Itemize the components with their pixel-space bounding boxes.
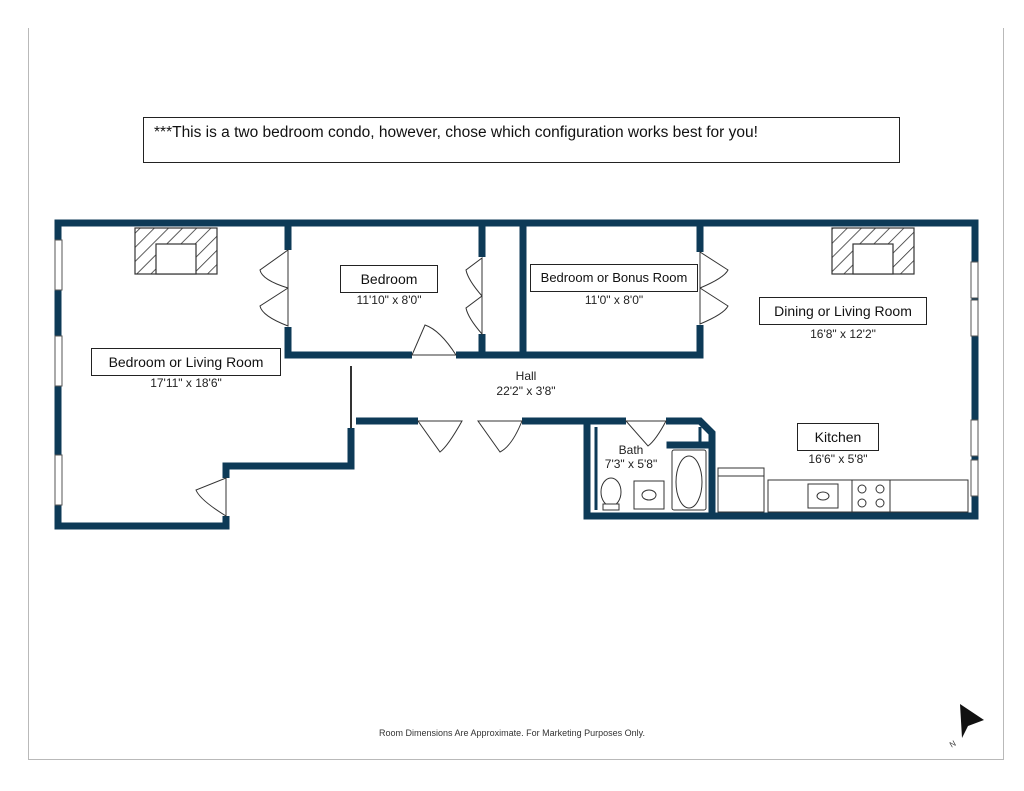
page-frame bbox=[28, 28, 1004, 760]
kitchen-fixtures bbox=[717, 467, 969, 513]
label-bonus-room: Bedroom or Bonus Room bbox=[530, 264, 698, 292]
label-bath: Bath bbox=[618, 443, 644, 457]
label-kitchen: Kitchen bbox=[797, 423, 879, 451]
label-bedroom: Bedroom bbox=[340, 265, 438, 293]
dim-bonus-room: 11'0" x 8'0" bbox=[584, 293, 644, 307]
dim-dining: 16'8" x 12'2" bbox=[810, 327, 876, 341]
dim-kitchen: 16'6" x 5'8" bbox=[808, 452, 868, 466]
dim-hall: 22'2" x 3'8" bbox=[496, 384, 556, 398]
disclaimer: Room Dimensions Are Approximate. For Mar… bbox=[379, 728, 645, 738]
configuration-note: ***This is a two bedroom condo, however,… bbox=[143, 117, 900, 163]
north-arrow-icon: N bbox=[948, 704, 984, 750]
inner-lines bbox=[594, 427, 702, 510]
door-swings bbox=[195, 249, 729, 517]
windows bbox=[54, 239, 979, 506]
stove bbox=[851, 479, 891, 513]
fridge bbox=[717, 467, 765, 513]
compass-label: N bbox=[948, 739, 958, 750]
label-hall: Hall bbox=[515, 369, 537, 383]
dim-bath: 7'3" x 5'8" bbox=[604, 457, 658, 471]
label-dining: Dining or Living Room bbox=[759, 297, 927, 325]
toilet bbox=[600, 477, 622, 507]
dim-bedroom: 11'10" x 8'0" bbox=[356, 293, 422, 307]
fireplace-left bbox=[134, 227, 218, 275]
dim-bedroom-living: 17'11" x 18'6" bbox=[150, 376, 222, 390]
bath-fixtures bbox=[600, 449, 707, 511]
bath-sink bbox=[633, 480, 665, 510]
fireplace-right bbox=[831, 227, 915, 275]
label-bedroom-living: Bedroom or Living Room bbox=[91, 348, 281, 376]
